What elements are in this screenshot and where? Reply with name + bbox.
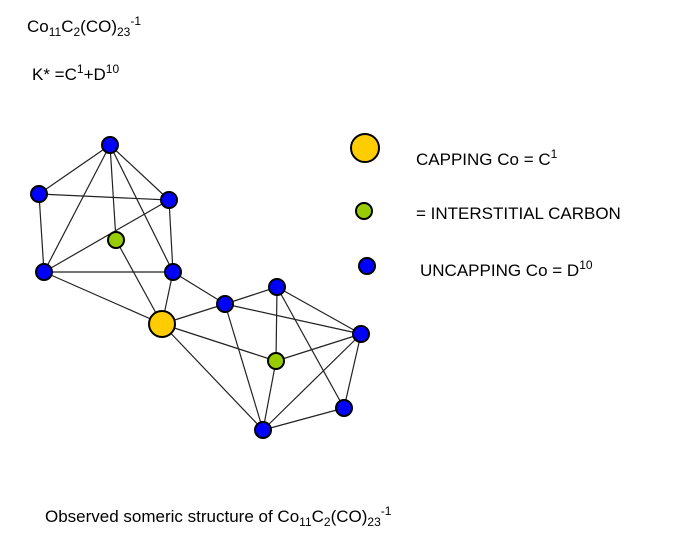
bond-ul-bl [38,193,45,273]
bond-edges [38,144,362,431]
legend-text: UNCAPPING Co = D [420,261,580,280]
formula-title: Co11C2(CO)23-1 [27,15,141,38]
formula-charge: -1 [130,14,142,28]
bond-g1-cap [115,239,163,325]
kstar-mid: +D [83,65,106,84]
kstar-prefix: K* =C [32,65,77,84]
bond-top-ur [109,144,170,201]
atom-uncapping-top [101,136,119,154]
bond-top-g1 [109,144,117,241]
bond-a-e [224,303,264,431]
bond-b-c [276,286,362,335]
atom-interstitial-g1 [107,231,125,249]
bond-top-bl [43,144,111,273]
bond-a-c [224,303,362,335]
caption-charge: -1 [380,504,392,518]
legend-marker-uncapping [358,257,376,275]
bond-b-d [276,286,345,409]
legend-sup: 1 [550,147,558,161]
kstar-c-exponent: 1 [76,62,84,76]
legend-text: = INTERSTITIAL CARBON [416,204,621,223]
caption-co-count: 11 [299,515,312,529]
bond-top-ul [38,144,111,195]
atom-uncapping-d [335,399,353,417]
bond-d-e [262,407,345,431]
caption-c-count: 2 [323,515,331,529]
caption-prefix: Observed someric structure of Co [45,507,300,526]
bond-g2-c [275,333,362,362]
formula-c: C [61,17,74,36]
bond-g2-e [262,360,277,431]
caption: Observed someric structure of Co11C2(CO)… [45,505,391,528]
legend-sup: 10 [579,258,593,272]
atom-uncapping-bl [35,263,53,281]
formula-c-count: 2 [73,25,81,39]
legend-label-capping: CAPPING Co = C1 [416,148,557,168]
legend-markers [350,133,380,275]
caption-c: C [311,507,324,526]
bond-ul-ur [38,193,170,201]
bond-br-a [172,271,226,305]
bond-c-d [343,333,362,409]
atom-interstitial-g2 [267,352,285,370]
atom-uncapping-ur [160,191,178,209]
bond-bl-cap [43,271,163,325]
bond-b-g2 [275,286,278,362]
legend-text: CAPPING Co = C [416,150,551,169]
formula-ligand-count: 23 [117,25,131,39]
bond-top-br [109,144,174,273]
atom-uncapping-c [352,325,370,343]
atom-uncapping-b [268,278,286,296]
kstar-d-exponent: 10 [105,62,120,76]
legend-marker-interstitial [355,202,373,220]
atom-uncapping-a [216,295,234,313]
bond-cap-e [161,323,264,431]
legend-label-interstitial: = INTERSTITIAL CARBON [416,202,621,222]
caption-ligand-count: 23 [367,515,381,529]
atom-uncapping-br [164,263,182,281]
atom-uncapping-e [254,421,272,439]
caption-ligand: (CO) [330,507,368,526]
atom-nodes [30,136,370,439]
kstar-expression: K* =C1+D10 [32,63,119,83]
atom-uncapping-ul [30,185,48,203]
bond-ur-bl [43,199,170,273]
legend-marker-capping [350,133,380,163]
bond-cap-g2 [161,323,277,362]
formula-co-count: 11 [48,25,62,39]
bond-ur-br [168,199,174,273]
bond-c-e [262,333,362,431]
atom-capping-cap [148,310,176,338]
bond-a-b [224,286,278,305]
formula-co: Co [27,17,49,36]
legend-label-uncapping: UNCAPPING Co = D10 [420,259,593,279]
formula-ligand: (CO) [80,17,117,36]
